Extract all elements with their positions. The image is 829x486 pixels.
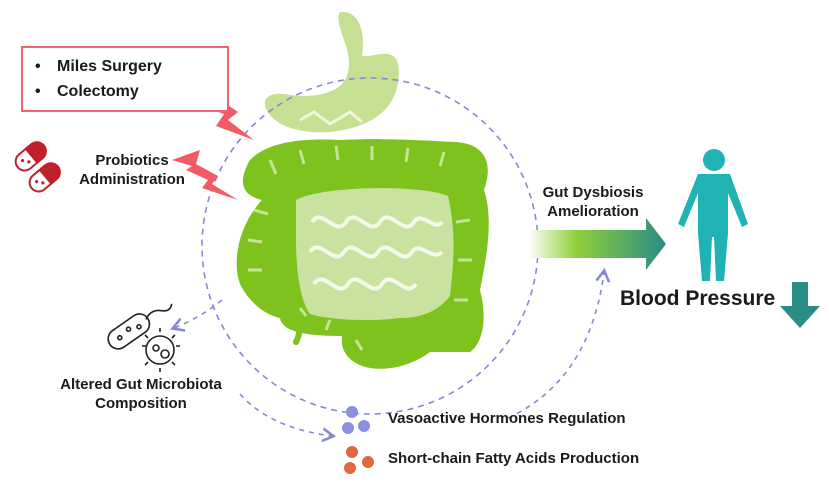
dashed-arrow-to-mechanisms — [239, 393, 332, 436]
amelioration-arrow — [528, 218, 666, 270]
microbiota-label: Altered Gut Microbiota Composition — [60, 376, 222, 412]
capsule-icon — [14, 141, 61, 193]
scfa-dots-icon — [344, 446, 374, 474]
surgery-box: Miles Surgery Colectomy — [21, 46, 229, 112]
mechanism-label-hormones: Vasoactive Hormones Regulation — [388, 410, 626, 427]
dashed-arrow-to-dysbiosis — [507, 272, 604, 419]
dashed-arrow-to-microbiota — [174, 299, 223, 328]
surgery-item: Colectomy — [35, 79, 227, 104]
stomach-illustration — [264, 11, 399, 133]
mechanism-label-scfa: Short-chain Fatty Acids Production — [388, 450, 640, 467]
probiotics-label: Probiotics Administration — [79, 152, 185, 188]
colon-illustration — [236, 139, 489, 369]
blood-pressure-label: Blood Pressure — [620, 287, 776, 310]
bp-down-arrow — [780, 282, 820, 328]
surgery-item: Miles Surgery — [35, 54, 227, 79]
dysbiosis-label: Gut Dysbiosis Amelioration — [542, 184, 644, 220]
bacteria-icon — [107, 303, 180, 372]
lightning-probiotics — [172, 150, 238, 200]
human-figure-icon — [678, 149, 748, 281]
hormone-dots-icon — [342, 406, 370, 434]
